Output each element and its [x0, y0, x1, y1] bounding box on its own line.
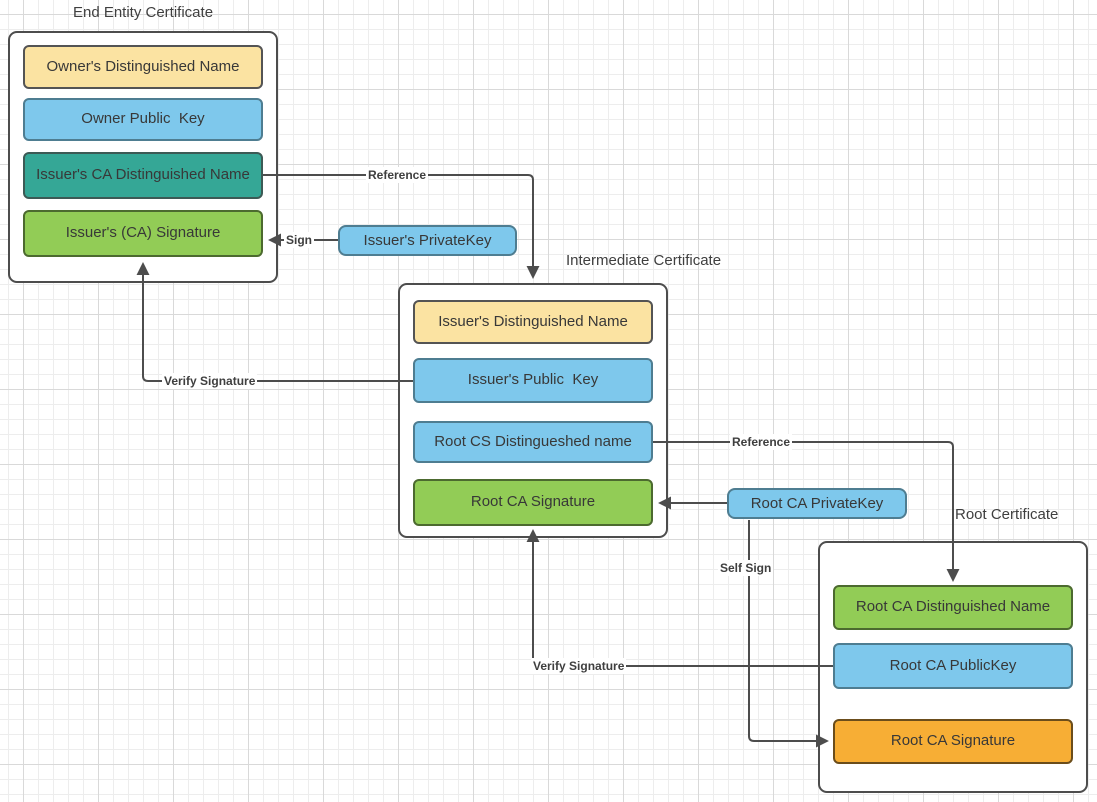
intermediate-certificate-group[interactable]: Issuer's Distinguished Name Issuer's Pub…	[398, 283, 668, 538]
edge-reference-top[interactable]	[263, 174, 540, 279]
edge-self-sign[interactable]	[748, 520, 829, 748]
field-owners-distinguished-name[interactable]: Owner's Distinguished Name	[23, 45, 263, 89]
edge-label-reference-top: Reference	[366, 167, 429, 183]
intermediate-certificate-title: Intermediate Certificate	[566, 252, 722, 269]
field-root-ca-distinguished-name[interactable]: Root CA Distinguished Name	[833, 585, 1073, 630]
end-entity-certificate-title: End Entity Certificate	[72, 4, 214, 21]
edge-label-verify-signature-left: Verify Signature	[162, 373, 258, 389]
field-root-ca-publickey[interactable]: Root CA PublicKey	[833, 643, 1073, 689]
edge-label-reference-bottom: Reference	[730, 434, 793, 450]
root-certificate-title: Root Certificate	[955, 506, 1059, 523]
field-issuers-ca-distinguished-name[interactable]: Issuer's CA Distinguished Name	[23, 152, 263, 199]
issuers-privatekey-box[interactable]: Issuer's PrivateKey	[338, 225, 517, 256]
field-root-ca-signature-intermediate[interactable]: Root CA Signature	[413, 479, 653, 526]
edge-label-self-sign: Self Sign	[718, 560, 774, 576]
field-root-ca-signature-root[interactable]: Root CA Signature	[833, 719, 1073, 764]
field-root-cs-distingueshed-name[interactable]: Root CS Distingueshed name	[413, 421, 653, 463]
edge-reference-bottom[interactable]	[653, 441, 960, 582]
end-entity-certificate-group[interactable]: Owner's Distinguished Name Owner Public …	[8, 31, 278, 283]
field-owner-public-key[interactable]: Owner Public Key	[23, 98, 263, 141]
root-ca-privatekey-box[interactable]: Root CA PrivateKey	[727, 488, 907, 519]
edge-verify-signature-left[interactable]	[136, 262, 413, 382]
edge-verify-signature-bottom[interactable]	[526, 529, 833, 667]
root-certificate-group[interactable]: Root CA Distinguished Name Root CA Publi…	[818, 541, 1088, 793]
field-issuers-public-key[interactable]: Issuer's Public Key	[413, 358, 653, 403]
edge-label-sign: Sign	[284, 232, 314, 248]
field-issuers-ca-signature[interactable]: Issuer's (CA) Signature	[23, 210, 263, 257]
edge-label-verify-signature-bottom: Verify Signature	[531, 658, 627, 674]
field-issuers-distinguished-name[interactable]: Issuer's Distinguished Name	[413, 300, 653, 344]
